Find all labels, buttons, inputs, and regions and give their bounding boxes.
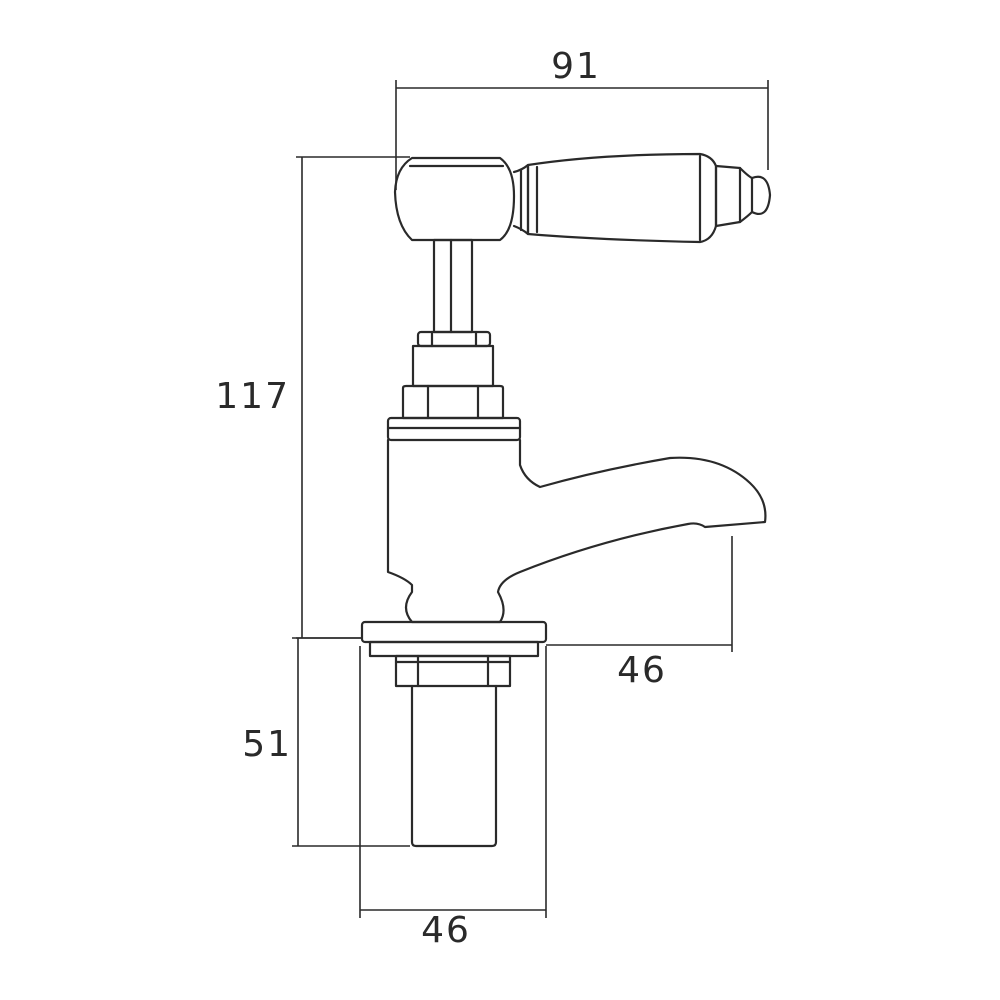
tap-body-spout [386,438,767,624]
headwork-hex-nut [401,384,505,420]
handle-hub [393,156,516,242]
handle-end-knob [750,175,772,216]
dim-base-width-label: 46 [421,910,471,951]
tail-shank [410,684,498,848]
spindle-nut [416,330,492,348]
dim-spout-projection-label: 46 [617,650,667,691]
handle-end-cap [714,164,754,228]
base-washer [368,640,540,658]
headwork-sleeve [411,344,495,388]
base-flange [360,620,548,644]
dim-tail-length-label: 51 [242,724,292,765]
dim-handle-reach-label: 91 [551,46,601,87]
handle-grip [526,152,718,244]
dim-overall-height-label: 117 [215,376,290,417]
spindle [432,238,474,334]
back-nut [394,654,512,688]
tap-outline [360,152,772,848]
dimension-lines: 91 117 46 51 46 [215,46,769,951]
